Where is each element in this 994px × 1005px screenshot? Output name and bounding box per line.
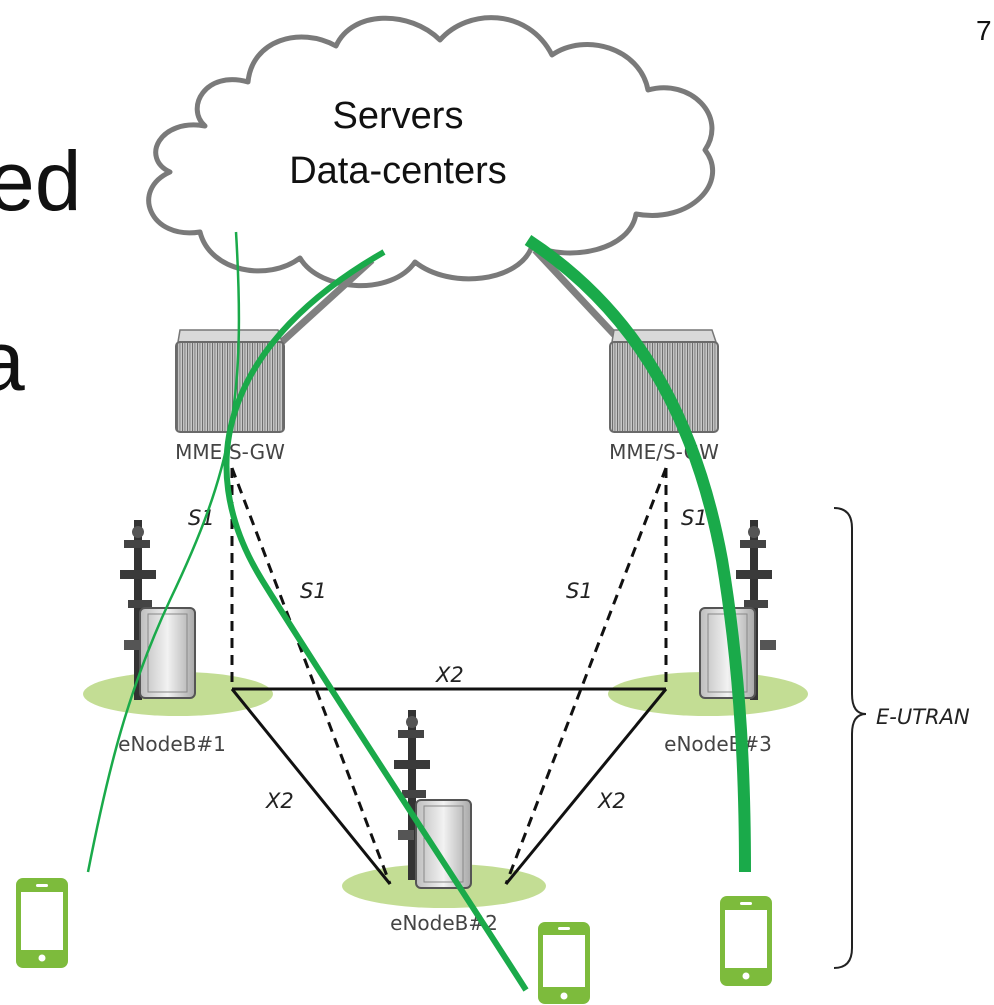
interface-label-x2: X2 — [435, 663, 464, 687]
cloud-label-datacenters: Data-centers — [289, 150, 507, 192]
interface-label-x2: X2 — [265, 789, 294, 813]
cloud-label-servers: Servers — [333, 95, 464, 137]
cloud-icon — [146, 15, 716, 289]
slide-text-fragment: a — [0, 314, 25, 408]
antenna-tower-icon — [394, 710, 430, 880]
data-path-thick — [524, 234, 751, 873]
eutran-label: E-UTRAN — [876, 705, 970, 729]
interface-label-s1: S1 — [681, 506, 708, 530]
antenna-tower-icon — [120, 520, 156, 700]
smartphone-icon — [16, 878, 68, 968]
page-number: 7 — [976, 15, 992, 46]
smartphone-icon — [538, 922, 590, 1004]
x2-links — [230, 687, 668, 885]
base-station-cabinet-icon — [415, 799, 472, 889]
enodeb-label-1: eNodeB#1 — [118, 732, 226, 756]
interface-label-s1: S1 — [300, 579, 327, 603]
slide-text-fragment: ed — [0, 134, 81, 228]
eutran-brace — [833, 507, 867, 969]
interface-label-x2: X2 — [597, 789, 626, 813]
gateway-label-right: MME/S-GW — [609, 440, 719, 464]
enodeb-label-3: eNodeB#3 — [664, 732, 772, 756]
data-path-thin — [86, 231, 241, 873]
interface-label-s1: S1 — [566, 579, 593, 603]
data-path-medium — [223, 249, 529, 992]
smartphone-icon — [720, 896, 772, 986]
